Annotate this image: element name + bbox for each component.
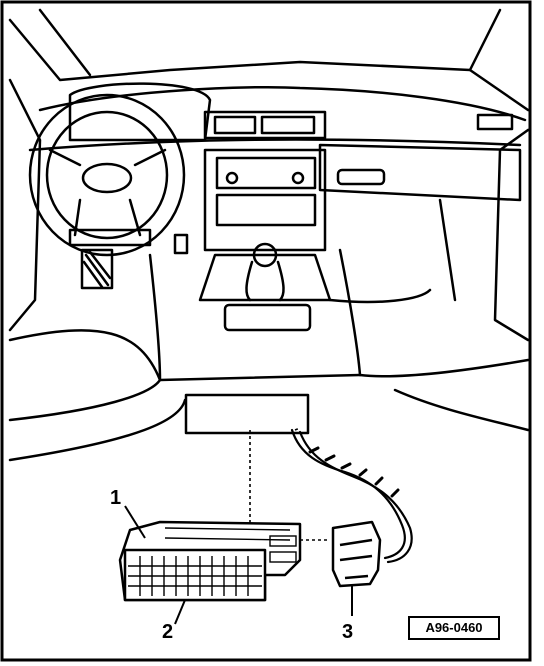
steering-wheel-hub [81,162,133,194]
windshield-edge [8,18,530,112]
connector-3 [331,520,382,588]
connector-pin-block [123,548,267,602]
callout-3-label: 3 [342,621,354,643]
callout-2-leader [174,599,186,625]
climate-control [215,193,317,227]
figure-code-label: A96-0460 [408,616,500,640]
callout-2-label: 2 [162,621,174,643]
left-a-pillar [8,78,42,332]
radio-unit [215,156,317,190]
center-vents [203,110,327,140]
accelerator-pedal [80,248,114,290]
gear-knob [252,242,278,268]
steering-wheel [28,93,186,257]
right-a-pillar [493,128,530,342]
storage-tray [223,303,312,332]
instrument-cluster [68,82,212,142]
glovebox-handle [336,168,386,186]
right-vent [476,113,514,131]
diagnostic-socket-cover [184,393,310,435]
callout-1-label: 1 [110,487,122,509]
callout-1-leader [124,505,146,539]
center-console-upper [203,148,327,252]
left-footwell [8,329,162,422]
